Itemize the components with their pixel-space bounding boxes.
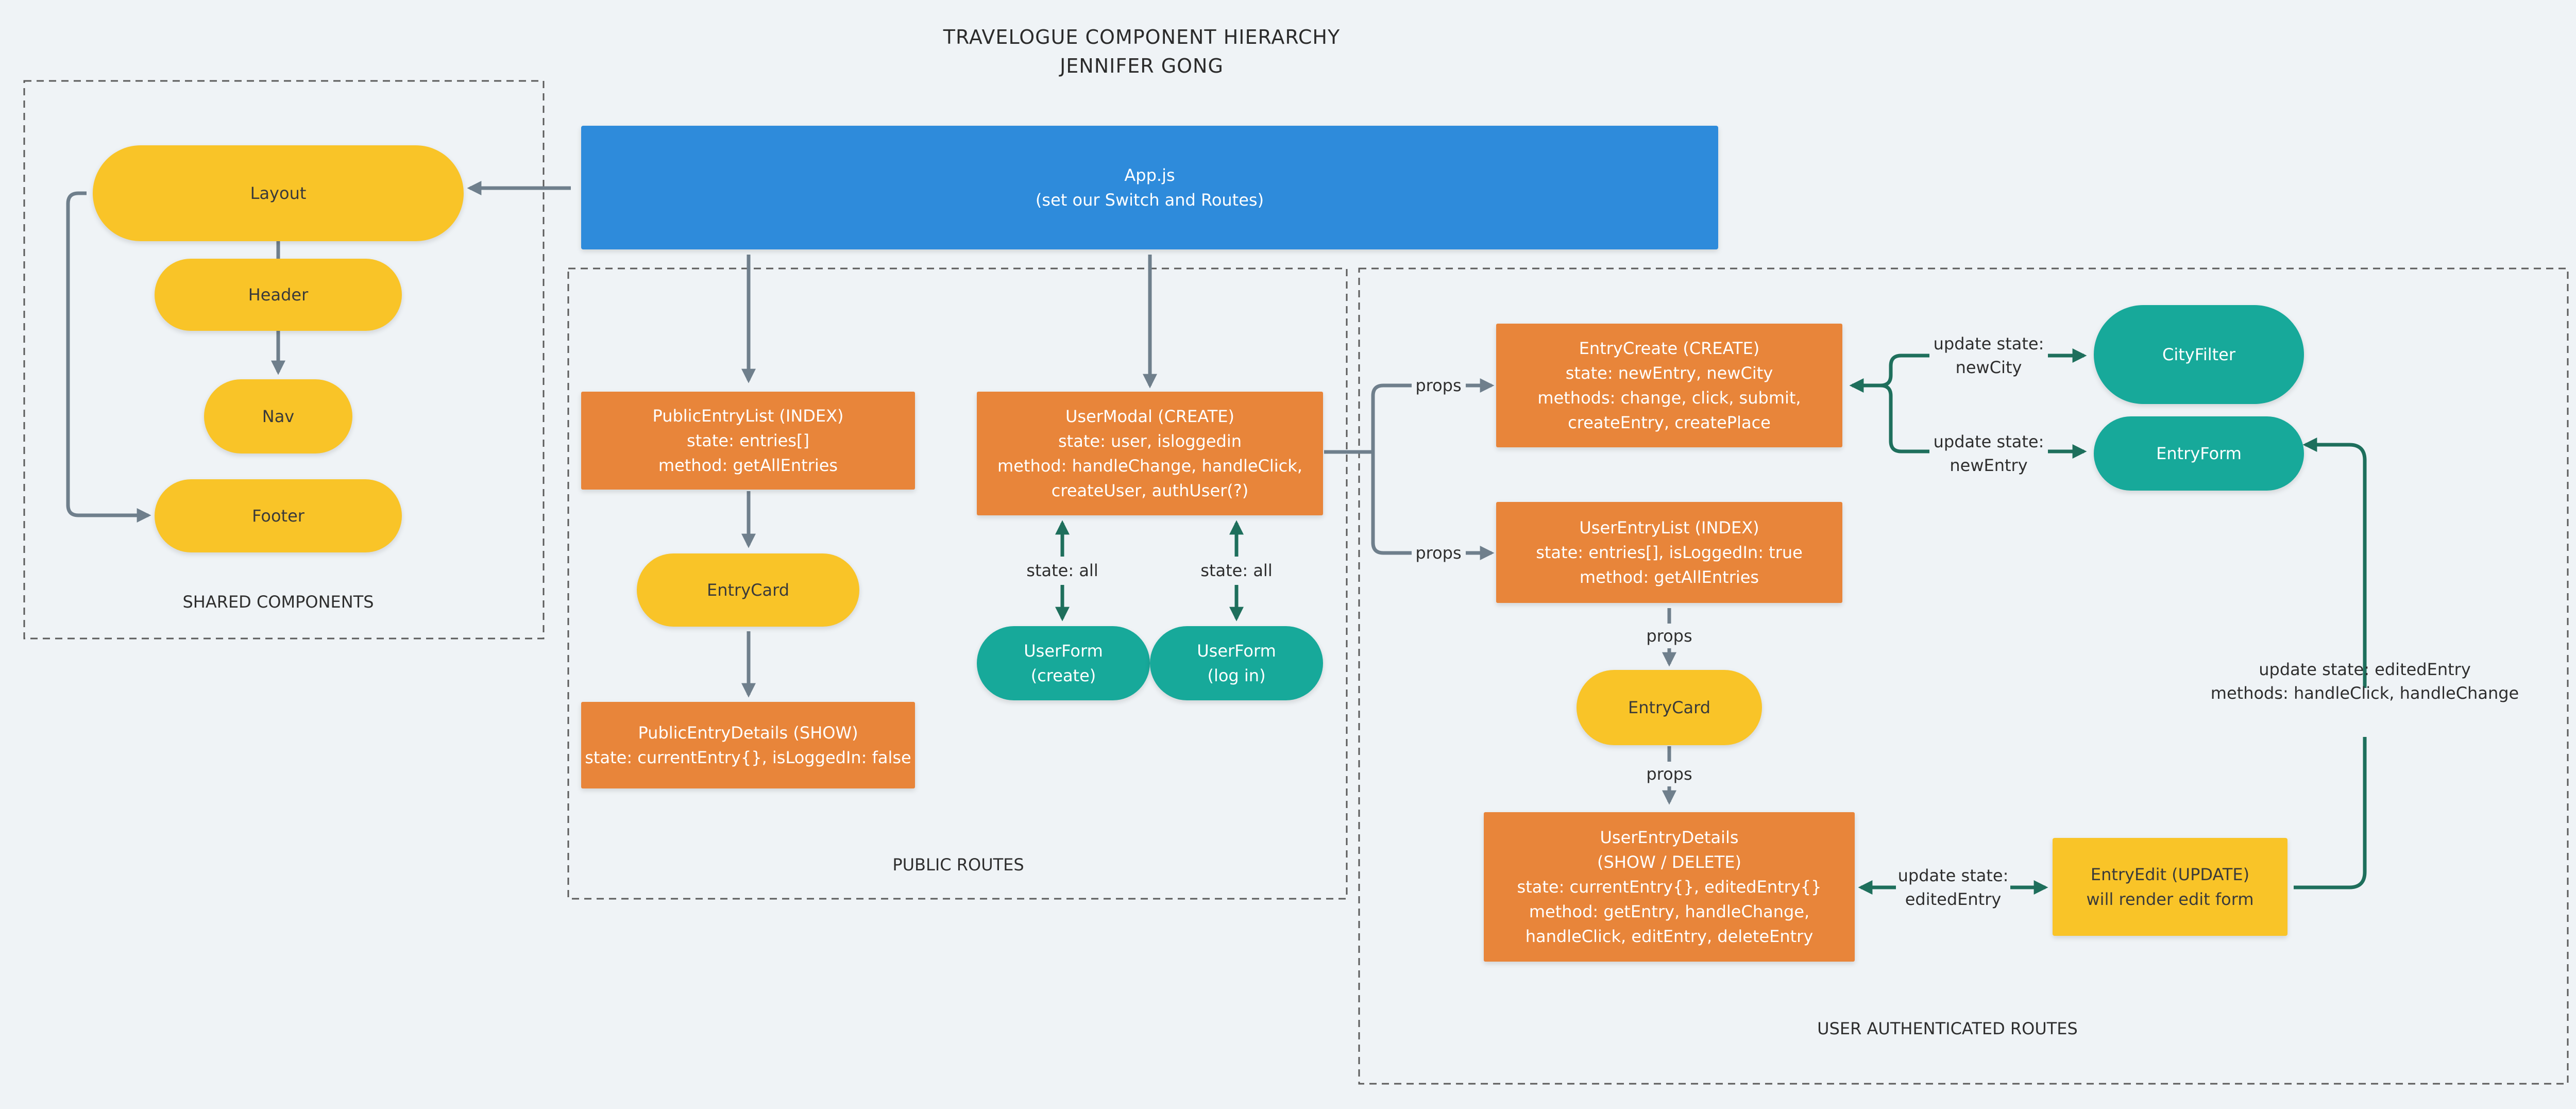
edge-entry-form-to-entry-create	[1880, 383, 1929, 453]
public-entry-list-node-line-2: state: entries[]	[687, 431, 809, 450]
public-routes-label: PUBLIC ROUTES	[892, 855, 1024, 875]
entry-create-node-line-2: state: newEntry, newCity	[1565, 363, 1773, 383]
entry-edit-node-line-1: EntryEdit (UPDATE)	[2090, 865, 2250, 884]
user-form-create-node-line-1: UserForm	[1024, 641, 1103, 661]
entry-create-node-line-3: methods: change, click, submit,	[1537, 388, 1801, 408]
label-update-edited-entry-form-line-1: update state: editedEntry	[2259, 660, 2471, 679]
user-entry-details-node-line-3: state: currentEntry{}, editedEntry{}	[1517, 877, 1822, 897]
label-props-card-to-details: props	[1646, 762, 1692, 786]
user-modal-node-line-1: UserModal (CREATE)	[1065, 407, 1235, 426]
label-update-edited-entry-form-line-2: methods: handleClick, handleChange	[2210, 683, 2519, 703]
diagram-title-line2: JENNIFER GONG	[1060, 55, 1224, 77]
label-state-all-login-line-1: state: all	[1200, 561, 1273, 580]
label-update-edited-entry-details-line-2: editedEntry	[1905, 889, 2002, 909]
footer-node[interactable]: Footer	[155, 479, 402, 552]
user-entry-list-node-line-2: state: entries[], isLoggedIn: true	[1536, 543, 1803, 562]
public-routes-group	[567, 267, 1348, 900]
label-state-all-create-line-1: state: all	[1026, 561, 1098, 580]
nav-node-line-1: Nav	[262, 407, 295, 426]
user-entry-list-node-line-3: method: getAllEntries	[1579, 567, 1759, 587]
entry-create-node-line-1: EntryCreate (CREATE)	[1579, 339, 1760, 358]
entry-card-user-node[interactable]: EntryCard	[1577, 670, 1762, 745]
user-form-create-node-line-2: (create)	[1030, 666, 1096, 685]
user-modal-node-line-4: createUser, authUser(?)	[1051, 481, 1249, 500]
label-update-edited-entry-details-line-1: update state:	[1897, 866, 2009, 885]
entry-create-node[interactable]: EntryCreate (CREATE) state: newEntry, new…	[1496, 324, 1842, 447]
label-update-new-city-line-1: update state:	[1933, 334, 2044, 354]
label-props-entry-create: props	[1415, 374, 1461, 397]
nav-node[interactable]: Nav	[204, 379, 352, 453]
user-entry-details-node-line-5: handleClick, editEntry, deleteEntry	[1525, 927, 1814, 946]
user-entry-details-node-line-2: (SHOW / DELETE)	[1597, 852, 1741, 872]
header-node-line-1: Header	[248, 285, 309, 305]
entry-form-node[interactable]: EntryForm	[2094, 416, 2304, 491]
label-state-all-create: state: all	[1026, 559, 1098, 582]
user-modal-node-line-2: state: user, isloggedin	[1058, 431, 1242, 451]
label-update-new-entry-line-1: update state:	[1933, 432, 2044, 451]
public-entry-details-node-line-2: state: currentEntry{}, isLoggedIn: false	[585, 748, 911, 767]
edge-user-modal-to-user-entry-list	[1371, 452, 1412, 555]
user-form-login-node-line-1: UserForm	[1197, 641, 1276, 661]
label-props-list-to-card: props	[1646, 624, 1692, 648]
city-filter-node[interactable]: CityFilter	[2094, 305, 2304, 404]
footer-node-line-1: Footer	[252, 506, 304, 526]
entry-card-public-node-line-1: EntryCard	[707, 580, 789, 600]
label-props-user-entry-list-line-1: props	[1415, 543, 1462, 563]
user-entry-details-node-line-1: UserEntryDetails	[1600, 828, 1739, 847]
label-update-new-city-line-2: newCity	[1955, 358, 2022, 377]
label-props-user-entry-list: props	[1415, 541, 1461, 565]
label-update-new-entry-line-2: newEntry	[1950, 456, 2028, 475]
entry-edit-node-line-2: will render edit form	[2086, 889, 2254, 909]
app-js-node-line-2: (set our Switch and Routes)	[1035, 190, 1264, 210]
edge-layout-to-footer	[66, 191, 151, 523]
entry-form-node-line-1: EntryForm	[2156, 444, 2242, 463]
public-entry-list-node-line-3: method: getAllEntries	[658, 456, 838, 475]
user-form-login-node-line-2: (log in)	[1207, 666, 1266, 685]
entry-create-node-line-4: createEntry, createPlace	[1568, 413, 1771, 432]
user-modal-node[interactable]: UserModal (CREATE) state: user, isloggedi…	[977, 392, 1323, 515]
label-update-edited-entry-details: update state: editedEntry	[1898, 864, 2009, 911]
user-entry-list-node-line-1: UserEntryList (INDEX)	[1579, 518, 1759, 537]
edge-user-modal-to-entry-create	[1371, 383, 1412, 452]
label-state-all-login: state: all	[1200, 559, 1272, 582]
edge-city-filter-to-entry-create	[1849, 354, 1929, 393]
app-js-node[interactable]: App.js (set our Switch and Routes)	[581, 126, 1718, 249]
public-entry-details-node-line-1: PublicEntryDetails (SHOW)	[638, 723, 858, 743]
public-entry-details-node[interactable]: PublicEntryDetails (SHOW) state: currentE…	[581, 702, 915, 788]
user-entry-list-node[interactable]: UserEntryList (INDEX) state: entries[], i…	[1496, 502, 1842, 603]
public-entry-list-node-line-1: PublicEntryList (INDEX)	[652, 406, 844, 426]
label-props-card-to-details-line-1: props	[1646, 764, 1692, 784]
diagram-title-line1: TRAVELOGUE COMPONENT HIERARCHY	[943, 26, 1341, 48]
user-entry-details-node-line-4: method: getEntry, handleChange,	[1529, 902, 1810, 921]
user-authenticated-routes-group	[1358, 267, 2569, 1085]
user-modal-node-line-3: method: handleChange, handleClick,	[997, 456, 1302, 476]
user-form-create-node[interactable]: UserForm (create)	[977, 626, 1150, 700]
user-form-login-node[interactable]: UserForm (log in)	[1150, 626, 1323, 700]
entry-edit-node[interactable]: EntryEdit (UPDATE) will render edit form	[2053, 838, 2287, 936]
edge-entry-form-update-up	[2302, 438, 2367, 688]
shared-components-label: SHARED COMPONENTS	[182, 592, 374, 612]
edge-entry-edit-to-entry-form	[2294, 737, 2367, 889]
label-update-new-entry: update state: newEntry	[1934, 430, 2044, 477]
layout-node-line-1: Layout	[250, 183, 307, 203]
user-entry-details-node[interactable]: UserEntryDetails (SHOW / DELETE) state: cu…	[1484, 812, 1855, 962]
city-filter-node-line-1: CityFilter	[2162, 345, 2235, 364]
label-update-new-city: update state: newCity	[1934, 332, 2044, 379]
public-entry-list-node[interactable]: PublicEntryList (INDEX) state: entries[] m…	[581, 392, 915, 490]
label-props-entry-create-line-1: props	[1415, 376, 1462, 395]
layout-node[interactable]: Layout	[93, 145, 464, 241]
diagram-title: TRAVELOGUE COMPONENT HIERARCHY JENNIFER …	[943, 23, 1340, 80]
entry-card-user-node-line-1: EntryCard	[1628, 698, 1710, 717]
shared-components-group	[23, 80, 545, 640]
label-props-list-to-card-line-1: props	[1646, 626, 1692, 646]
label-update-edited-entry-form: update state: editedEntry methods: handle…	[2211, 658, 2519, 705]
app-js-node-line-1: App.js	[1124, 165, 1175, 185]
user-authenticated-routes-label: USER AUTHENTICATED ROUTES	[1817, 1019, 2078, 1038]
entry-card-public-node[interactable]: EntryCard	[637, 553, 859, 627]
header-node[interactable]: Header	[155, 259, 402, 331]
